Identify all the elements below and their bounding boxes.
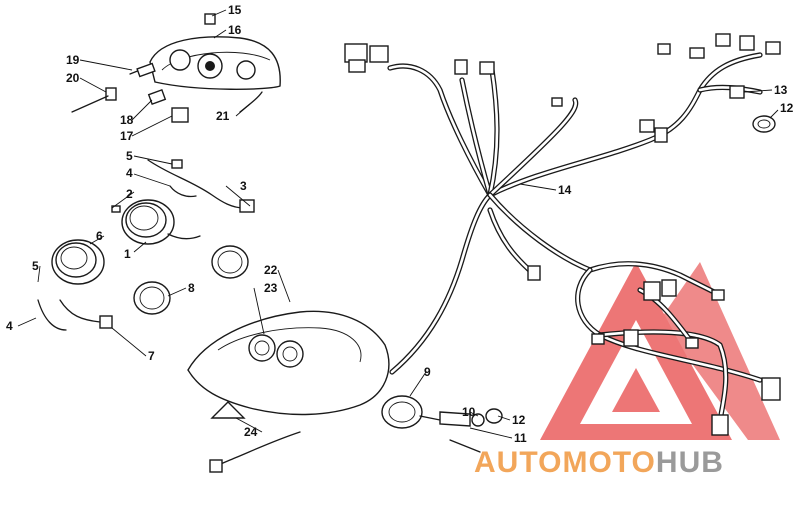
- connector: [739, 35, 755, 51]
- switch-assembly: [209, 395, 503, 473]
- callout-5-lower: 5: [32, 259, 39, 273]
- watermark-moto: MOTO: [562, 446, 655, 479]
- callout-21: 21: [216, 109, 230, 123]
- connector: [657, 43, 671, 55]
- connector: [639, 119, 655, 133]
- connector: [643, 281, 661, 301]
- callout-labels: 1 2 3 4 4 5 5 6 7 8 9 10 11 12 12 13 14 …: [6, 3, 794, 445]
- connector: [715, 33, 731, 47]
- leader-lines: [17, 9, 779, 439]
- connector: [551, 97, 563, 107]
- connector: [711, 414, 729, 436]
- connector: [369, 45, 389, 63]
- svg-text:AUTOMOTOHUB: AUTOMOTOHUB: [474, 446, 724, 479]
- callout-12-lower: 12: [512, 413, 526, 427]
- callout-6: 6: [96, 229, 103, 243]
- connector: [591, 333, 605, 345]
- callout-22: 22: [264, 263, 278, 277]
- watermark-text: AUTOMOTOHUB: [474, 446, 724, 479]
- callout-24: 24: [244, 425, 258, 439]
- connector: [348, 59, 366, 73]
- callout-12-upper: 12: [780, 101, 794, 115]
- connector: [765, 41, 781, 55]
- callout-5-upper: 5: [126, 149, 133, 163]
- clip-part-15: [204, 13, 216, 25]
- dash-panel: [187, 310, 390, 419]
- instrument-housing-top: [149, 13, 281, 90]
- callout-7: 7: [148, 349, 155, 363]
- callout-4-upper: 4: [126, 166, 133, 180]
- callout-4-lower: 4: [6, 319, 13, 333]
- connector: [344, 43, 368, 63]
- callout-15: 15: [228, 3, 242, 17]
- gauge-assembly-lower: [37, 239, 249, 331]
- callout-23: 23: [264, 281, 278, 295]
- callout-8: 8: [188, 281, 195, 295]
- callout-2: 2: [126, 187, 133, 201]
- callout-16: 16: [228, 23, 242, 37]
- callout-3: 3: [240, 179, 247, 193]
- callout-1: 1: [124, 247, 131, 261]
- watermark-auto: AUTO: [474, 446, 562, 479]
- callout-20: 20: [66, 71, 80, 85]
- watermark-triangle-core: [612, 368, 660, 412]
- connector: [454, 59, 468, 75]
- ring-part-12: [752, 115, 776, 133]
- callout-18: 18: [120, 113, 134, 127]
- connector: [729, 85, 745, 99]
- warning-label-24: [210, 401, 246, 419]
- connector: [689, 47, 705, 59]
- harness-connectors: [344, 33, 781, 436]
- callout-10: 10: [462, 405, 476, 419]
- connector: [711, 289, 725, 301]
- watermark-hub: HUB: [656, 446, 724, 479]
- connector: [527, 265, 541, 281]
- callout-13: 13: [774, 83, 788, 97]
- callout-17: 17: [120, 129, 134, 143]
- connector: [479, 61, 495, 75]
- connector: [685, 337, 699, 349]
- bulbs-and-sockets: [71, 62, 263, 123]
- connector: [661, 279, 677, 297]
- connector: [623, 329, 639, 347]
- main-wiring-harness: [387, 52, 763, 423]
- callout-9: 9: [424, 365, 431, 379]
- callout-19: 19: [66, 53, 80, 67]
- callout-11: 11: [514, 431, 527, 445]
- callout-14: 14: [558, 183, 572, 197]
- connector: [654, 127, 668, 143]
- gauge-assembly-upper: [111, 159, 255, 245]
- connector: [761, 377, 781, 401]
